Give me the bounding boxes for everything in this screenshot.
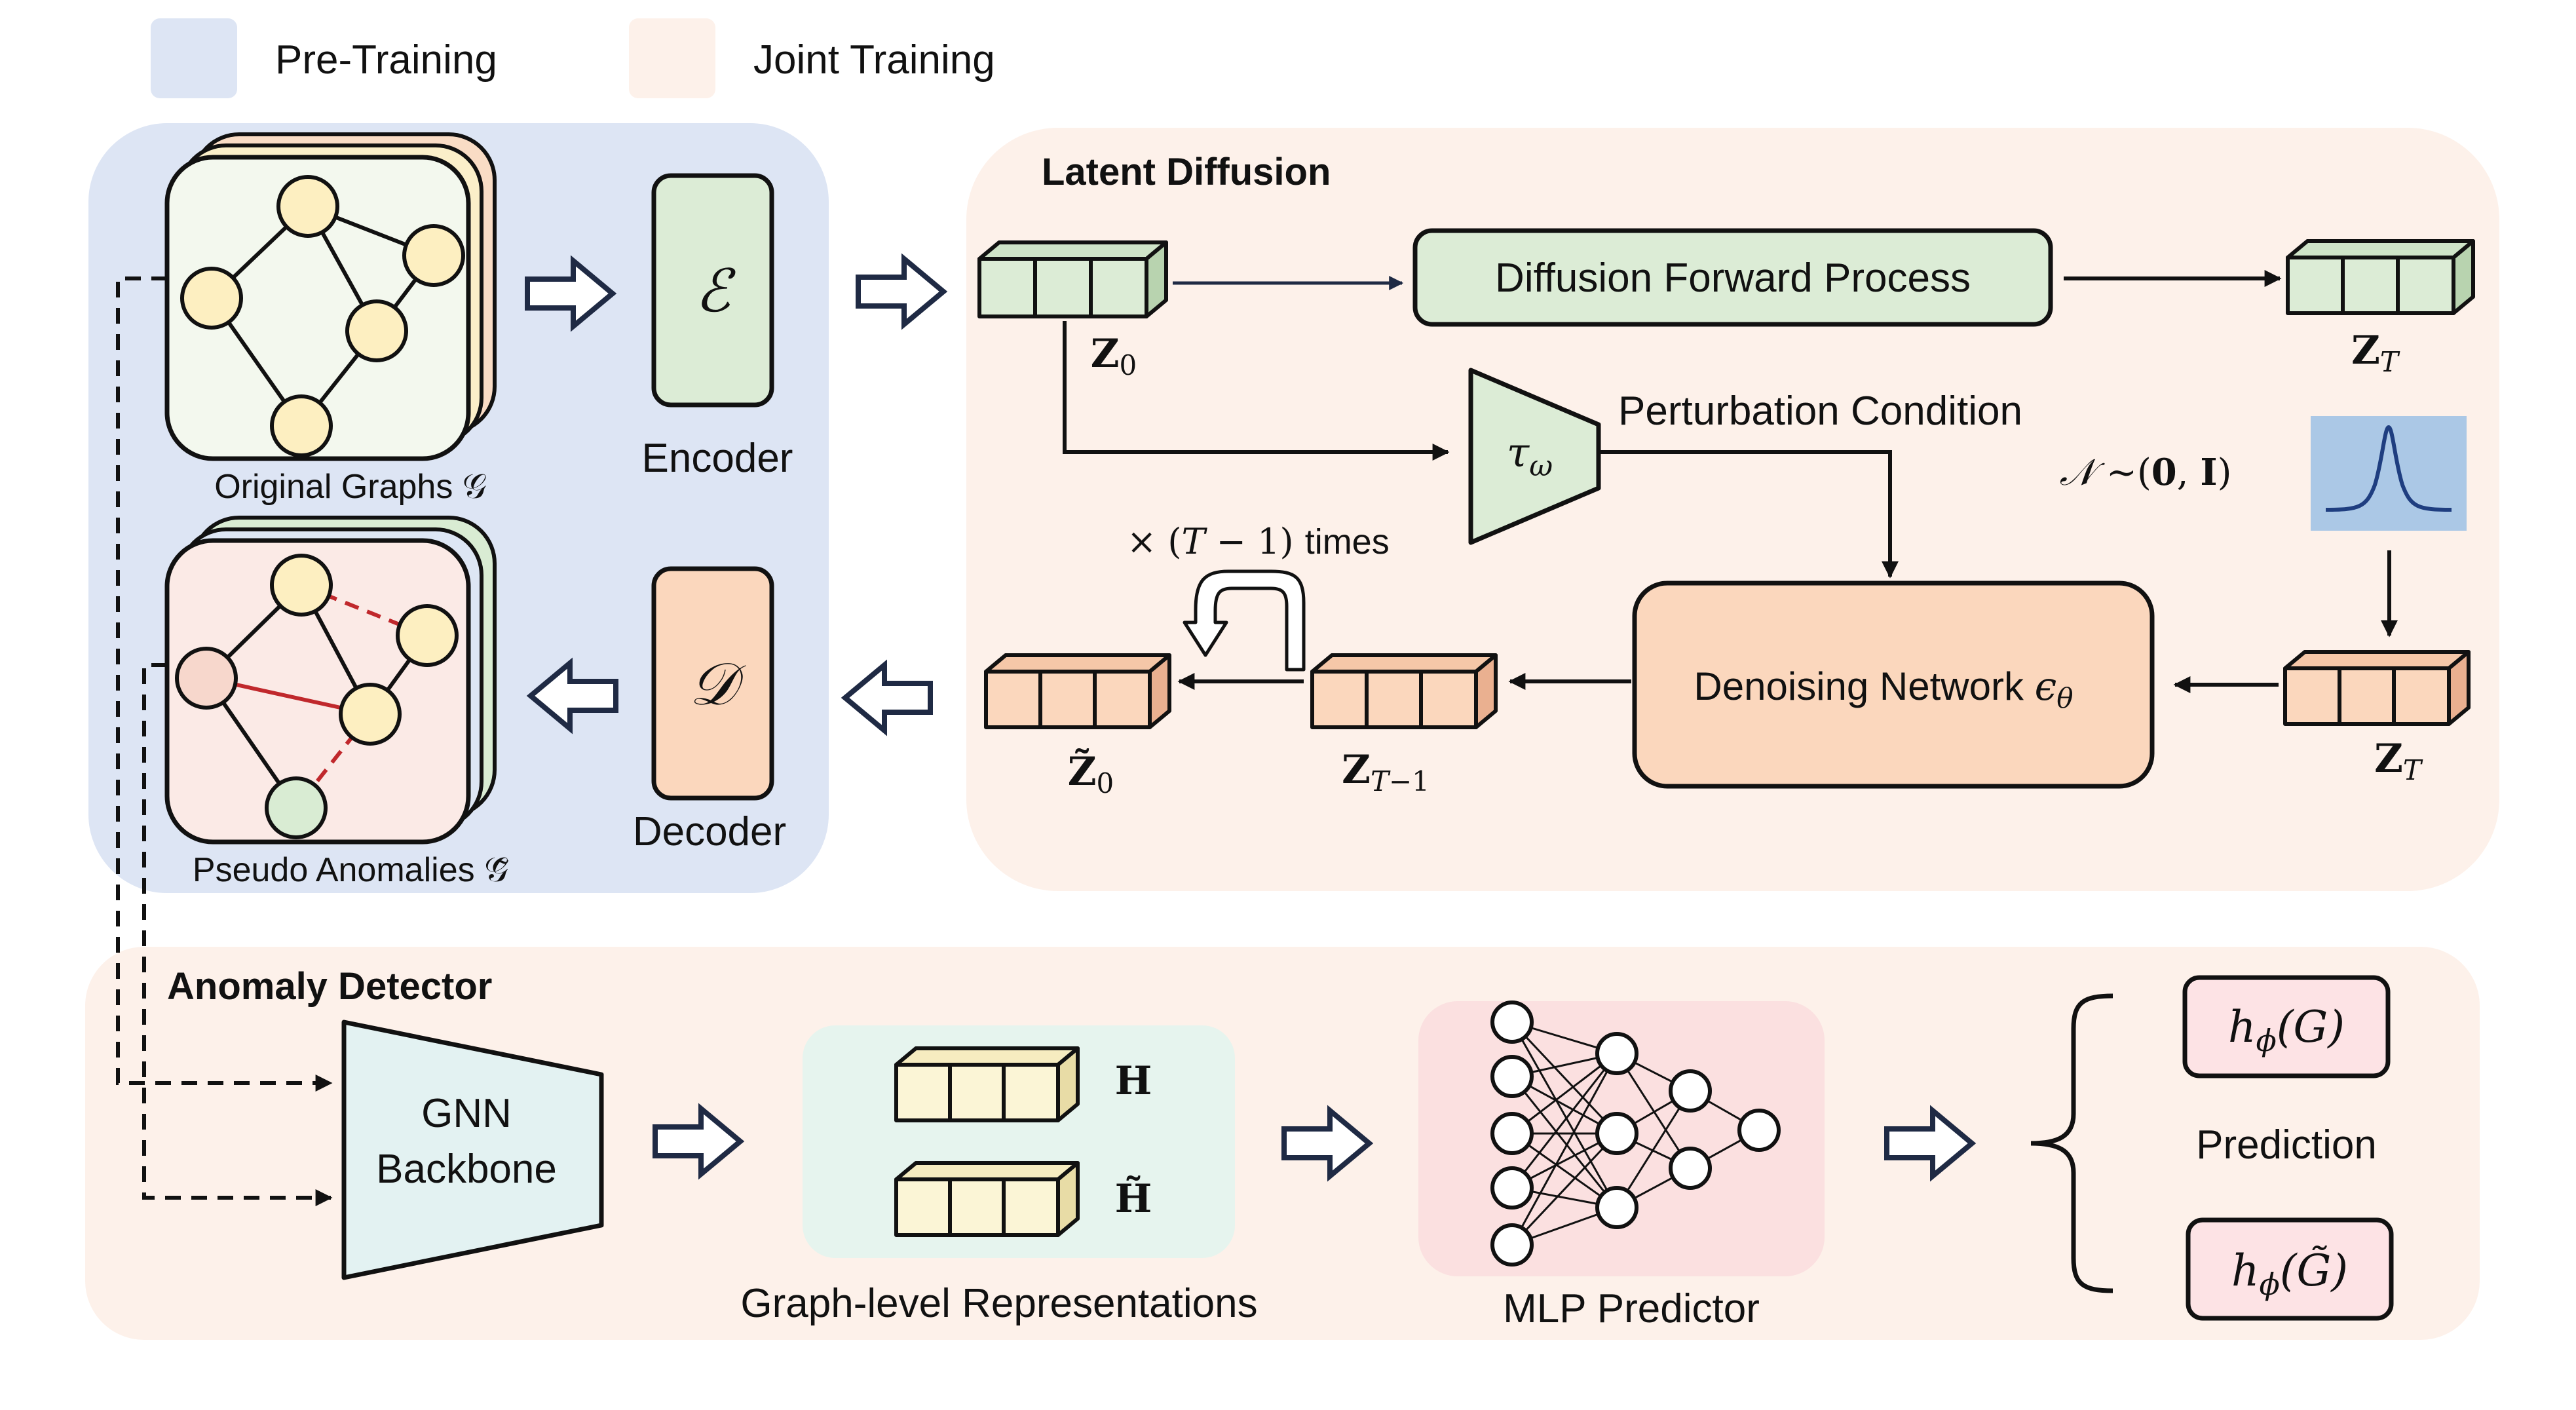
denoising-network-label: Denoising Network ϵθ	[1694, 664, 2073, 714]
graph-node	[345, 299, 408, 362]
mlp-edge	[1616, 1090, 1692, 1208]
h-label: H	[1115, 1058, 1152, 1104]
graph-node	[270, 394, 333, 457]
mlp-neuron	[1595, 1112, 1638, 1155]
block-arrow-to-z0	[858, 259, 943, 324]
anomaly-node	[175, 647, 238, 710]
mlp-edge	[1616, 1053, 1692, 1169]
legend-label-pretraining: Pre-Training	[275, 37, 497, 83]
block-arrow-to-decoder	[845, 665, 930, 731]
legend-label-joint: Joint Training	[753, 37, 995, 83]
latent-diffusion-title: Latent Diffusion	[1042, 151, 1331, 193]
mlp-neuron	[1490, 1223, 1534, 1267]
noise-prior-label: 𝒩 ~(0, I)	[2060, 451, 2232, 494]
prediction-g-tilde-text: hϕ(G̃)	[2231, 1246, 2348, 1302]
legend-swatch-pretraining	[151, 18, 237, 98]
mlp-edge	[1511, 1076, 1618, 1208]
arrow-tau-to-denoising	[1599, 450, 1899, 579]
graph-node	[180, 267, 243, 330]
pseudo-anomalies-label: Pseudo Anomalies 𝒢̃	[193, 851, 508, 889]
anomaly-detector-title: Anomaly Detector	[167, 965, 492, 1008]
dashed-original-to-gnn	[116, 276, 333, 1092]
prediction-g-box	[2182, 975, 2391, 1078]
legend-swatch-joint	[629, 18, 715, 98]
zT1-latent-block	[1310, 653, 1498, 729]
denoising-network-box	[1632, 581, 2155, 789]
repeat-times-label: × (T − 1) times	[1127, 521, 1390, 562]
mlp-edge	[1511, 1053, 1618, 1246]
original-graphs-label: Original Graphs 𝒢	[214, 468, 487, 506]
representations-label: Graph-level Representations	[740, 1281, 1257, 1326]
mlp-neuron	[1490, 1000, 1534, 1044]
mlp-edge	[1511, 1053, 1618, 1189]
mlp-edge	[1511, 1052, 1618, 1135]
zT-latent-block	[2286, 239, 2475, 315]
graph-node	[276, 175, 339, 238]
pseudo-anomalies-stack	[164, 516, 497, 845]
gaussian-curve	[2325, 425, 2452, 512]
encoder-symbol: ℰ	[695, 257, 736, 326]
original-graphs-stack	[164, 132, 497, 461]
mlp-neuron	[1737, 1109, 1781, 1152]
encoder-label: Encoder	[642, 436, 793, 481]
zT-noisy-latent-block	[2283, 650, 2471, 726]
decoder-box	[651, 566, 774, 801]
graph-node	[265, 776, 328, 839]
encoder-box	[651, 173, 774, 408]
perturbation-condition-label: Perturbation Condition	[1618, 389, 2022, 434]
h-latent-block	[894, 1046, 1080, 1122]
dashed-pseudo-to-gnn	[142, 663, 333, 1206]
diffusion-forward-label: Diffusion Forward Process	[1495, 256, 1971, 301]
prediction-g-text: hϕ(G)	[2228, 1002, 2345, 1058]
gnn-line1: GNN	[421, 1091, 512, 1136]
mlp-neuron	[1669, 1147, 1712, 1190]
mlp-label: MLP Predictor	[1503, 1286, 1760, 1331]
graph-node	[396, 604, 459, 667]
mlp-neuron	[1595, 1032, 1638, 1075]
h-tilde-latent-block	[894, 1161, 1080, 1237]
tau-omega-box	[1468, 368, 1601, 545]
mlp-neuron	[1669, 1069, 1712, 1113]
z0-tilde-latent-block	[984, 653, 1171, 729]
prediction-label: Prediction	[2196, 1122, 2377, 1168]
graph-node	[402, 224, 465, 287]
mlp-edge	[1511, 1021, 1618, 1135]
arrow-z0-to-tau	[1063, 321, 1450, 461]
graph-node	[270, 554, 333, 617]
prediction-g-tilde-box	[2186, 1217, 2394, 1321]
gnn-line2: Backbone	[376, 1147, 557, 1192]
graph-node	[339, 683, 402, 746]
mlp-neuron	[1490, 1112, 1534, 1155]
mlp-neuron	[1490, 1055, 1534, 1098]
z0-latent-block	[977, 240, 1168, 318]
repeat-loop-arrow	[1183, 569, 1306, 672]
mlp-edge	[1511, 1132, 1618, 1246]
gnn-backbone-box	[341, 1019, 604, 1280]
decoder-label: Decoder	[633, 809, 786, 854]
mlp-neuron	[1490, 1166, 1534, 1210]
prediction-brace	[2030, 993, 2113, 1293]
mlp-neuron	[1595, 1186, 1638, 1229]
mlp-edge	[1511, 1021, 1618, 1208]
gaussian-plot	[2311, 416, 2467, 531]
diffusion-forward-box	[1412, 228, 2053, 327]
h-tilde-label: H̃	[1115, 1175, 1152, 1222]
